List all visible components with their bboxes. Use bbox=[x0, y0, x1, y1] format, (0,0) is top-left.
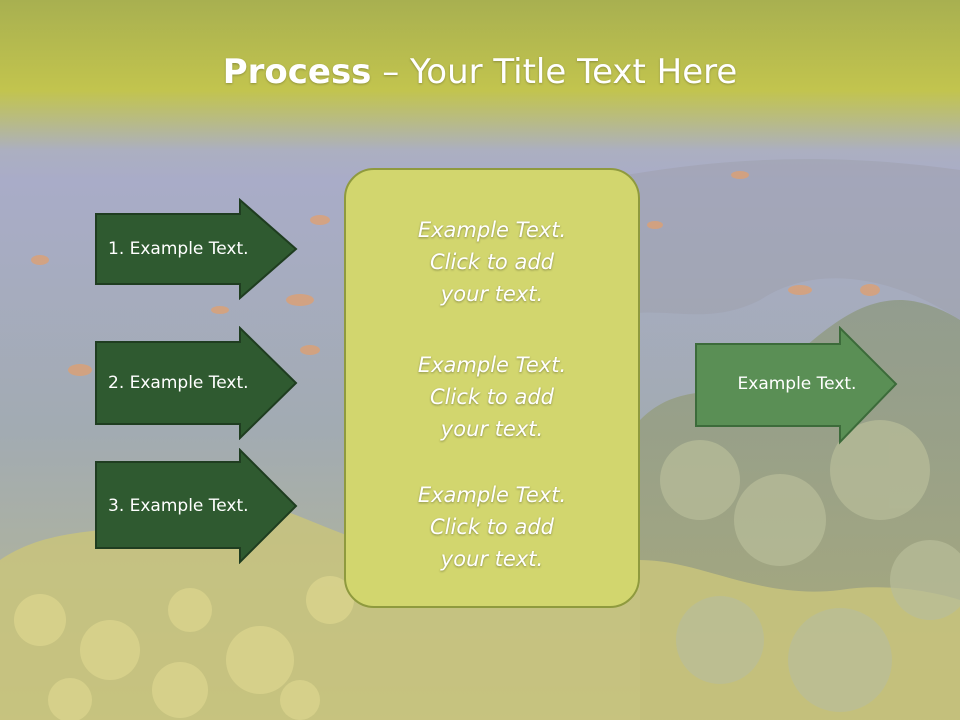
left-arrow-2-label: 2. Example Text. bbox=[108, 373, 249, 393]
arrow-shape bbox=[695, 326, 898, 445]
title-rest: – Your Title Text Here bbox=[371, 52, 738, 92]
left-arrow-1-label: 1. Example Text. bbox=[108, 239, 249, 259]
left-arrow-3[interactable]: 3. Example Text. bbox=[94, 448, 300, 564]
center-paragraph-1[interactable]: Example Text. Click to add your text. bbox=[417, 218, 567, 306]
arrow-shape bbox=[95, 198, 298, 300]
slide-title: Process – Your Title Text Here bbox=[0, 52, 960, 92]
title-band bbox=[0, 0, 960, 150]
center-paragraph-3[interactable]: Example Text. Click to add your text. bbox=[417, 483, 567, 571]
right-arrow[interactable]: Example Text. bbox=[694, 326, 900, 446]
left-arrow-1[interactable]: 1. Example Text. bbox=[94, 198, 300, 300]
left-arrow-3-label: 3. Example Text. bbox=[108, 496, 249, 516]
center-text-box[interactable]: Example Text. Click to add your text. Ex… bbox=[344, 168, 640, 608]
arrow-shape bbox=[95, 448, 298, 564]
right-arrow-label: Example Text. bbox=[737, 374, 857, 394]
left-arrow-2[interactable]: 2. Example Text. bbox=[94, 326, 300, 440]
center-paragraph-2[interactable]: Example Text. Click to add your text. bbox=[417, 353, 567, 441]
title-bold: Process bbox=[222, 52, 372, 92]
arrow-shape bbox=[95, 326, 298, 440]
